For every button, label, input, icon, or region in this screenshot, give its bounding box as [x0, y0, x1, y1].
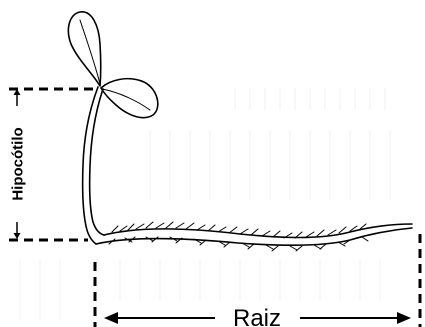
root-lower-edge	[96, 228, 412, 245]
hypocotyl-arrow-down-head	[14, 233, 21, 239]
cotyledon-upper	[68, 12, 100, 86]
root-arrow-left-head	[104, 312, 118, 324]
hypocotyl-dimension: Hipocótilo	[10, 89, 27, 239]
root-dimension: Raiz	[104, 305, 411, 327]
hypocotyl-stem-inner	[90, 89, 104, 235]
seedling	[68, 12, 412, 251]
hypocotyl-label: Hipocótilo	[10, 127, 27, 200]
root-arrow-right-head	[397, 312, 411, 324]
background-texture	[20, 88, 390, 320]
root-label: Raiz	[233, 305, 281, 327]
